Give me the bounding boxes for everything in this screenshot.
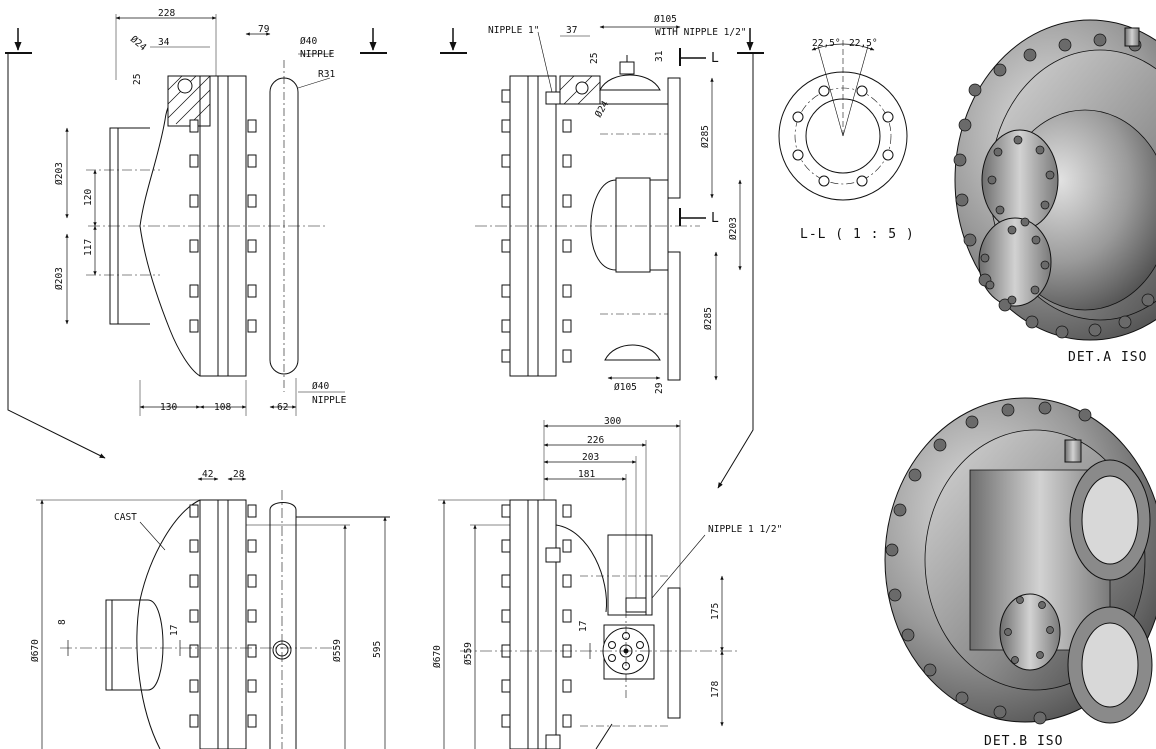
view-bottom-left-labels: 42 28 CAST Ø670 8 17 Ø559 595: [30, 469, 383, 662]
label-nipple-top: NIPPLE: [300, 49, 335, 60]
dim-dia670-mid: Ø670: [432, 645, 443, 668]
section-ll-caption: L-L ( 1 : 5 ): [800, 227, 915, 242]
dim-37: 37: [566, 25, 577, 36]
label-nipple-1in: NIPPLE 1": [488, 25, 539, 36]
section-ll-labels: 22,5° 22,5° L-L ( 1 : 5 ): [800, 38, 915, 242]
dim-17-left: 17: [169, 625, 180, 636]
dim-r31: R31: [318, 69, 335, 80]
dim-dia40: Ø40: [300, 36, 317, 47]
dim-dia559-mid: Ø559: [463, 642, 474, 665]
dim-dia203-lower: Ø203: [54, 267, 65, 290]
dim-595: 595: [372, 641, 383, 658]
dim-175: 175: [710, 603, 721, 620]
dim-dia40-bottom: Ø40: [312, 381, 329, 392]
dim-28: 28: [233, 469, 245, 480]
view-bottom-middle-labels: 300 226 203 181 NIPPLE 1 1/2" Ø670 Ø559 …: [432, 416, 782, 698]
label-cast: CAST: [114, 512, 137, 523]
dim-dia285-lower: Ø285: [703, 307, 714, 330]
label-nipple-bottom: NIPPLE: [312, 395, 347, 406]
dim-dia203-upper: Ø203: [54, 162, 65, 185]
dim-108: 108: [214, 402, 231, 413]
section-mark-l-upper: L: [711, 51, 720, 66]
dim-42: 42: [202, 469, 213, 480]
dim-8: 8: [57, 619, 68, 625]
dim-31: 31: [654, 50, 665, 62]
angle-left: 22,5°: [812, 38, 841, 49]
iso-det-b-label: DET.B ISO: [984, 734, 1063, 749]
dim-dia105-lower: Ø105: [614, 382, 637, 393]
dim-226: 226: [587, 435, 604, 446]
dim-117: 117: [83, 239, 94, 256]
section-ll-view: [778, 40, 908, 201]
angle-right: 22,5°: [849, 38, 878, 49]
view-bottom-left: [36, 477, 390, 749]
view-top-middle: [440, 25, 764, 489]
dim-dia670-left: Ø670: [30, 639, 41, 662]
dim-203-bottom: 203: [582, 452, 599, 463]
dim-17-mid: 17: [578, 621, 589, 632]
dim-181: 181: [578, 469, 595, 480]
dim-25-mid: 25: [589, 53, 600, 64]
dim-228: 228: [158, 8, 175, 19]
dim-dia105: Ø105: [654, 14, 677, 25]
dim-130: 130: [160, 402, 177, 413]
label-with-nipple: WITH NIPPLE 1/2": [655, 27, 747, 38]
dim-dia24: Ø24: [128, 34, 148, 54]
dim-29: 29: [654, 382, 665, 394]
dim-300: 300: [604, 416, 621, 427]
dim-120: 120: [83, 189, 94, 206]
dim-dia203-mid: Ø203: [728, 217, 739, 240]
label-nipple-1-5in: NIPPLE 1 1/2": [708, 524, 782, 535]
dim-62: 62: [277, 402, 288, 413]
section-mark-l-lower: L: [711, 211, 720, 226]
dim-34: 34: [158, 37, 170, 48]
dim-dia285-upper: Ø285: [700, 125, 711, 148]
view-top-left-labels: 228 34 Ø24 25 79 Ø40 NIPPLE R31 Ø203 120…: [54, 8, 347, 413]
view-top-left: [5, 14, 387, 459]
dim-79: 79: [258, 24, 270, 35]
dim-dia559-left: Ø559: [332, 639, 343, 662]
view-top-middle-labels: NIPPLE 1" 37 Ø105 WITH NIPPLE 1/2" 25 31…: [488, 14, 747, 394]
view-bottom-middle: [438, 420, 740, 749]
dim-178: 178: [710, 681, 721, 698]
iso-det-a-label: DET.A ISO: [1068, 350, 1147, 365]
iso-det-a: [953, 19, 1156, 341]
dim-25: 25: [132, 74, 143, 85]
iso-det-b: [884, 397, 1156, 725]
